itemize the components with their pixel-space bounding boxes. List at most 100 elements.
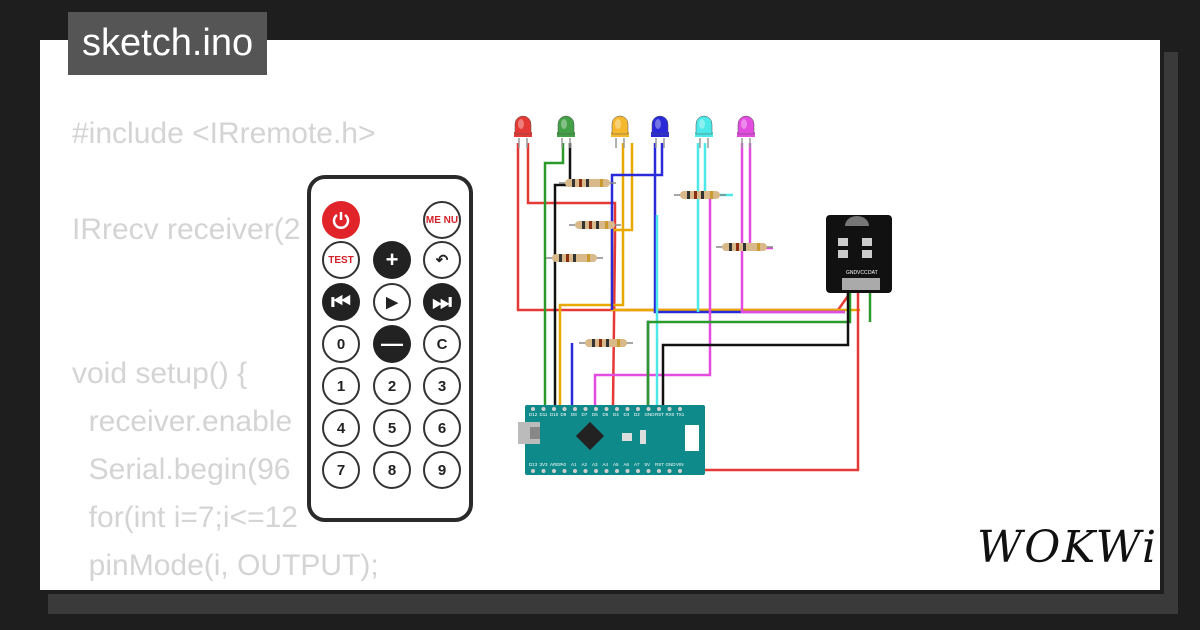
- nano-pin-label: A5: [613, 462, 619, 467]
- nano-pin-label: D12: [529, 412, 538, 417]
- remote-button-label: +: [385, 247, 399, 272]
- remote-button-label: TEST: [328, 254, 354, 266]
- led: [557, 115, 575, 148]
- resistor: [579, 339, 633, 347]
- remote-button-4[interactable]: 4: [322, 409, 360, 447]
- remote-button-label: 9: [437, 461, 447, 479]
- wokwi-logo: WOKWi: [977, 522, 1159, 573]
- ir-pin-label: DAT: [868, 270, 878, 276]
- nano-pin: [657, 407, 661, 411]
- nano-pin: [615, 469, 619, 473]
- nano-pin: [615, 407, 619, 411]
- remote-button-label: —: [381, 331, 403, 356]
- nano-pin-label: D3: [624, 412, 630, 417]
- nano-pin-label: D7: [582, 412, 588, 417]
- remote-button-power[interactable]: [322, 201, 360, 239]
- resistor: [716, 243, 773, 251]
- remote-button-c[interactable]: C: [423, 325, 461, 363]
- nano-pin-label: A0: [561, 462, 567, 467]
- code-line: IRrecv receiver(2: [72, 213, 301, 246]
- remote-button-plus[interactable]: +: [373, 241, 411, 279]
- resistor: [546, 254, 603, 262]
- remote-button-label: 2: [387, 377, 397, 395]
- led: [737, 115, 755, 148]
- remote-button-back[interactable]: ↶: [423, 241, 461, 279]
- remote-button-5[interactable]: 5: [373, 409, 411, 447]
- file-tab-title[interactable]: sketch.ino: [68, 12, 268, 75]
- nano-pin-label: 3V3: [540, 462, 549, 467]
- back-icon: ↶: [435, 252, 449, 269]
- remote-button-7[interactable]: 7: [322, 451, 360, 489]
- remote-button-9[interactable]: 9: [423, 451, 461, 489]
- nano-pin-label: D8: [571, 412, 577, 417]
- svg-text:GNDVCCDAT: GNDVCCDAT: [846, 270, 878, 276]
- nano-pin: [552, 407, 556, 411]
- nano-pin-label: VIN: [676, 462, 684, 467]
- remote-button-test[interactable]: TEST: [322, 241, 360, 279]
- remote-button-menu[interactable]: ME NU: [423, 201, 461, 239]
- remote-button-3[interactable]: 3: [423, 367, 461, 405]
- led: [651, 115, 669, 148]
- nano-pin: [573, 469, 577, 473]
- nano-pin: [541, 407, 546, 411]
- nano-pin: [667, 407, 672, 411]
- code-line: #include <IRremote.h>: [72, 117, 376, 150]
- nano-pin: [678, 469, 682, 473]
- nano-pin-label: A7: [634, 462, 640, 467]
- remote-button-8[interactable]: 8: [373, 451, 411, 489]
- code-line: pinMode(i, OUTPUT);: [72, 549, 379, 582]
- remote-button-0[interactable]: 0: [322, 325, 360, 363]
- remote-button-prev[interactable]: ⏮: [322, 283, 360, 321]
- nano-pin-label: TX1: [676, 412, 685, 417]
- nano-pin: [646, 407, 651, 411]
- remote-button-2[interactable]: 2: [373, 367, 411, 405]
- led: [695, 115, 713, 148]
- nano-pin: [636, 407, 640, 411]
- nano-pin-label: D2: [634, 412, 640, 417]
- leds: [514, 115, 755, 148]
- nano-pin-label: D4: [613, 412, 619, 417]
- nano-pin-label: A3: [592, 462, 598, 467]
- resistors: [546, 179, 773, 347]
- remote-button-minus[interactable]: —: [373, 325, 411, 363]
- next-icon: ⏭: [432, 289, 452, 314]
- nano-pin: [573, 407, 577, 411]
- nano-pin-label: D5: [603, 412, 609, 417]
- ir-pin-label: VCC: [857, 270, 868, 276]
- resistor: [569, 221, 621, 229]
- remote-button-label: 0: [336, 335, 346, 353]
- nano-pin: [604, 469, 609, 473]
- code-line: for(int i=7;i<=12: [72, 501, 298, 534]
- nano-pin: [562, 407, 567, 411]
- nano-pin: [625, 407, 630, 411]
- remote-button-next[interactable]: ⏭: [423, 283, 461, 321]
- led: [611, 115, 629, 148]
- nano-pin: [552, 469, 556, 473]
- remote-button-6[interactable]: 6: [423, 409, 461, 447]
- nano-pin-label: A2: [582, 462, 588, 467]
- nano-pin-label: RST: [655, 412, 664, 417]
- remote-button-1[interactable]: 1: [322, 367, 360, 405]
- nano-pin: [594, 469, 598, 473]
- remote-button-label: 5: [387, 419, 397, 437]
- resistor: [559, 179, 616, 187]
- remote-button-play[interactable]: ▶: [373, 283, 411, 321]
- nano-pin: [531, 407, 535, 411]
- nano-pin-label: A4: [603, 462, 609, 467]
- nano-pin-label: A6: [624, 462, 630, 467]
- nano-pin: [562, 469, 567, 473]
- ir-pin-label: GND: [846, 270, 858, 276]
- nano-pin-label: 5V: [645, 462, 651, 467]
- code-line: Serial.begin(96: [72, 453, 291, 486]
- nano-pin: [678, 407, 682, 411]
- resistor: [674, 191, 726, 199]
- remote-button-label: ME NU: [425, 214, 459, 226]
- nano-pin-label: A1: [571, 462, 577, 467]
- nano-pin-label: D9: [561, 412, 567, 417]
